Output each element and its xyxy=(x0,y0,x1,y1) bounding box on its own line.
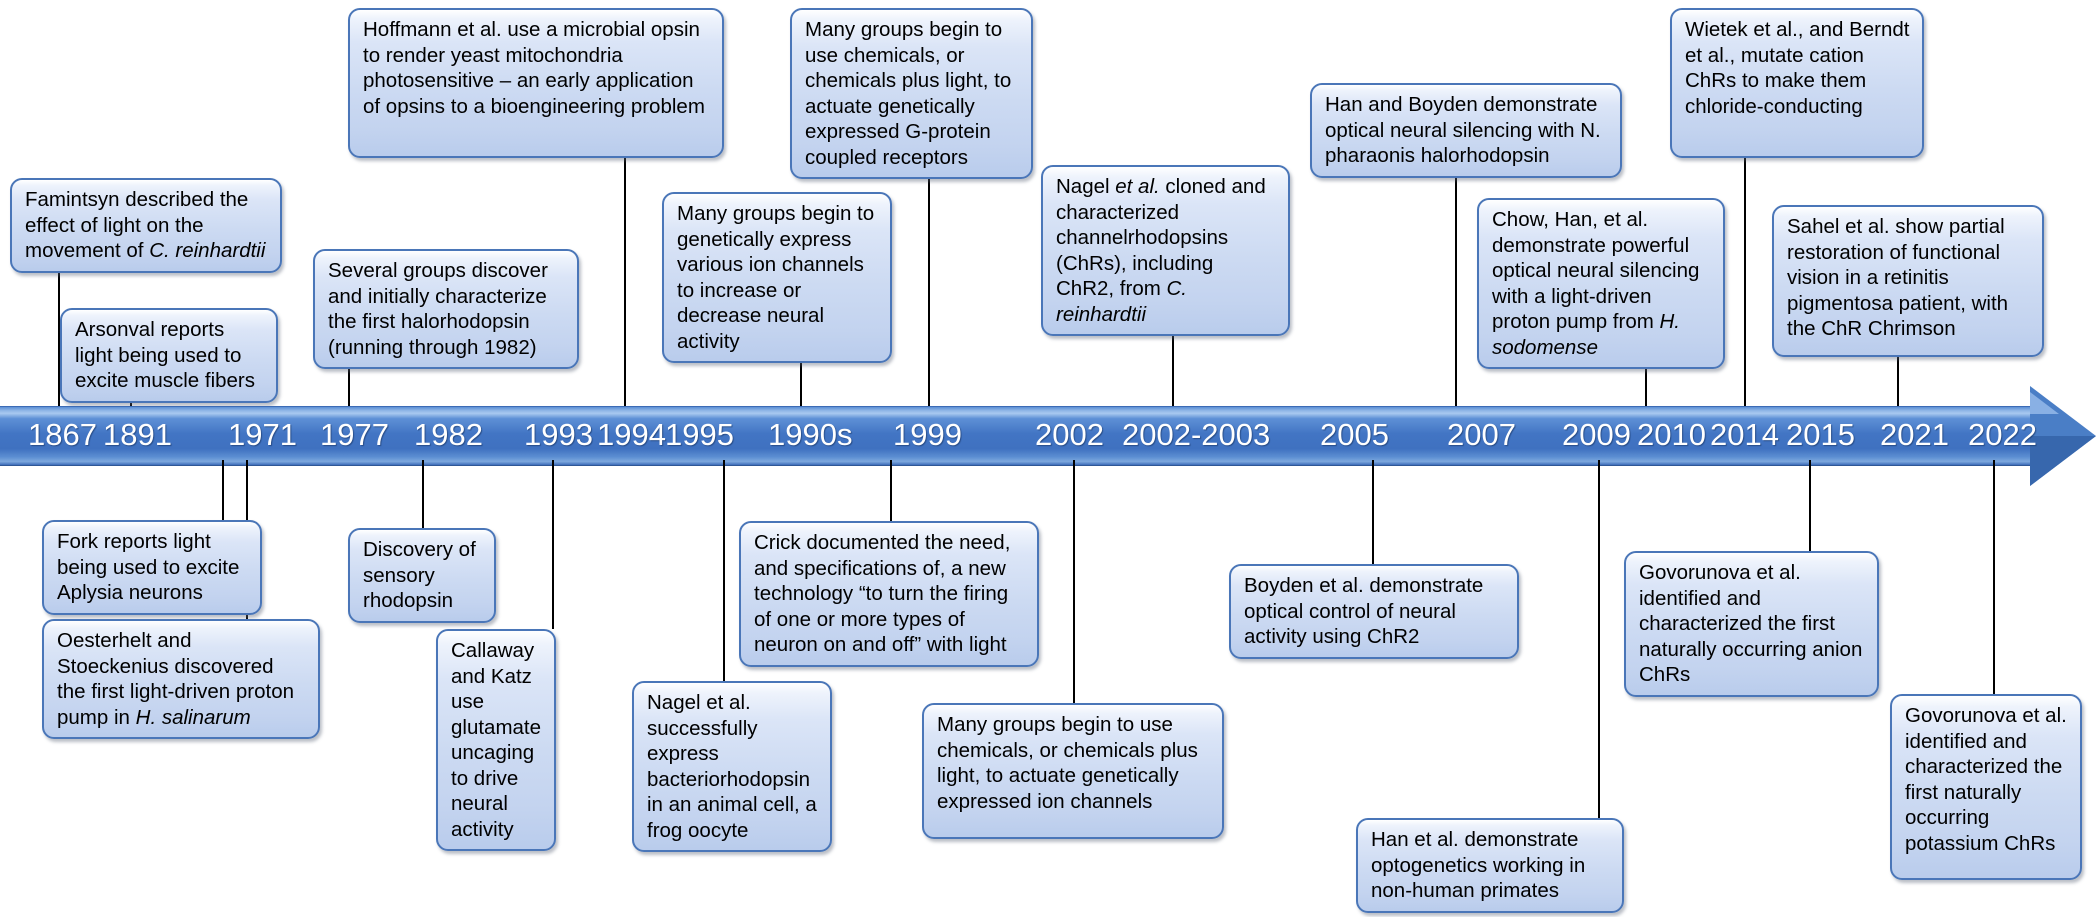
connector-note-han-boyden-2007 xyxy=(1455,171,1457,412)
connector-note-ion-channels-1995 xyxy=(800,356,802,412)
timeline-arrow-shade-icon xyxy=(2030,436,2096,486)
connector-note-chow-han-2010 xyxy=(1645,360,1647,412)
connector-note-gpcr-1990s xyxy=(928,172,930,412)
connector-note-callaway-katz-1993 xyxy=(552,460,554,629)
connector-note-nagel-bacteriorhodopsin-1995 xyxy=(723,460,725,681)
timeline-bar xyxy=(0,406,2040,466)
connector-note-nagel-chr-2002 xyxy=(1172,301,1174,412)
note-sensory-rhodopsin-1977: Discovery of sensory rhodopsin xyxy=(348,528,496,623)
connector-note-chemicals-ion-channels-2002 xyxy=(1073,460,1075,703)
connector-note-sahel-2021 xyxy=(1897,357,1899,412)
note-nagel-chr-2002: Nagel et al. cloned and characterized ch… xyxy=(1041,165,1290,336)
connector-note-boyden-chr2-2005 xyxy=(1372,460,1374,564)
timeline-arrow-highlight-icon xyxy=(2030,392,2059,414)
note-boyden-chr2-2005: Boyden et al. demonstrate optical contro… xyxy=(1229,564,1519,659)
connector-note-sensory-rhodopsin-1977 xyxy=(422,460,424,528)
connector-note-govorunova-potassium-2022 xyxy=(1993,460,1995,694)
timeline-year-2005: 2005 xyxy=(1320,417,1389,452)
note-wietek-berndt-2014: Wietek et al., and Berndt et al., mutate… xyxy=(1670,8,1924,158)
timeline-year-1993: 1993 xyxy=(524,417,593,452)
note-callaway-katz-1993: Callaway and Katz use glutamate uncaging… xyxy=(436,629,556,851)
note-govorunova-potassium-2022: Govorunova et al. identified and charact… xyxy=(1890,694,2082,880)
note-gpcr-1990s: Many groups begin to use chemicals, or c… xyxy=(790,8,1033,179)
timeline-year-1891: 1891 xyxy=(103,417,172,452)
timeline-year-1990s: 1990s xyxy=(768,417,853,452)
connector-note-hoffmann-1994 xyxy=(624,158,626,412)
note-sahel-2021: Sahel et al. show partial restoration of… xyxy=(1772,205,2044,357)
connector-note-han-primates-2009 xyxy=(1598,460,1600,818)
timeline-year-2014: 2014 xyxy=(1710,417,1779,452)
note-han-primates-2009: Han et al. demonstrate optogenetics work… xyxy=(1356,818,1624,913)
connector-note-famintsyn-1867 xyxy=(58,240,60,412)
note-chow-han-2010: Chow, Han, et al. demonstrate powerful o… xyxy=(1477,198,1725,369)
note-nagel-bacteriorhodopsin-1995: Nagel et al. successfully express bacter… xyxy=(632,681,832,852)
connector-note-fork-1971 xyxy=(222,460,224,520)
connector-note-halorhodopsin-1977 xyxy=(348,361,350,412)
connector-note-crick-1999 xyxy=(890,460,892,521)
timeline-year-2007: 2007 xyxy=(1447,417,1516,452)
note-oesterhelt-1971: Oesterhelt and Stoeckenius discovered th… xyxy=(42,619,320,739)
timeline-year-1977: 1977 xyxy=(320,417,389,452)
connector-note-wietek-berndt-2014 xyxy=(1744,158,1746,412)
note-crick-1999: Crick documented the need, and specifica… xyxy=(739,521,1039,667)
timeline-year-2010: 2010 xyxy=(1637,417,1706,452)
connector-note-govorunova-anion-2015 xyxy=(1809,460,1811,551)
note-arsonval-1891: Arsonval reports light being used to exc… xyxy=(60,308,278,403)
note-chemicals-ion-channels-2002: Many groups begin to use chemicals, or c… xyxy=(922,703,1224,839)
timeline-year-2002: 2002 xyxy=(1035,417,1104,452)
timeline-year-2009: 2009 xyxy=(1562,417,1631,452)
timeline-year-2002-2003: 2002-2003 xyxy=(1122,417,1271,452)
timeline-year-1999: 1999 xyxy=(893,417,962,452)
timeline-year-1971: 1971 xyxy=(228,417,297,452)
note-govorunova-anion-2015: Govorunova et al. identified and charact… xyxy=(1624,551,1879,697)
note-hoffmann-1994: Hoffmann et al. use a microbial opsin to… xyxy=(348,8,724,158)
note-fork-1971: Fork reports light being used to excite … xyxy=(42,520,262,615)
note-han-boyden-2007: Han and Boyden demonstrate optical neura… xyxy=(1310,83,1622,178)
note-ion-channels-1995: Many groups begin to genetically express… xyxy=(662,192,892,363)
timeline-year-2015: 2015 xyxy=(1786,417,1855,452)
timeline-year-2021: 2021 xyxy=(1880,417,1949,452)
note-halorhodopsin-1977: Several groups discover and initially ch… xyxy=(313,249,579,369)
note-famintsyn-1867: Famintsyn described the effect of light … xyxy=(10,178,282,273)
timeline-year-1982: 1982 xyxy=(414,417,483,452)
timeline-year-2022: 2022 xyxy=(1968,417,2037,452)
timeline-year-1867: 1867 xyxy=(28,417,97,452)
timeline-year-1995: 1995 xyxy=(665,417,734,452)
timeline-year-1994: 1994 xyxy=(597,417,666,452)
